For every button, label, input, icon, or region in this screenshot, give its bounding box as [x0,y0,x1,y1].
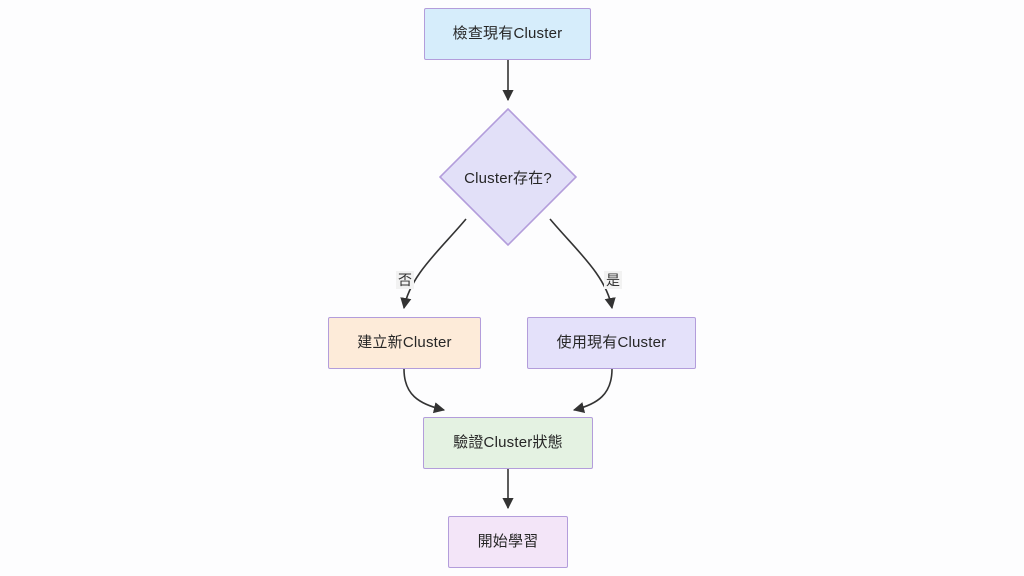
edge-exists-to-use [549,218,616,310]
node-create-new-cluster[interactable]: 建立新Cluster [328,317,481,369]
node-start-learning[interactable]: 開始學習 [448,516,568,568]
edge-label-yes: 是 [604,271,622,290]
edge-create-to-verify [403,368,446,414]
node-label: 建立新Cluster [357,334,452,351]
node-label: 檢查現有Cluster [452,25,563,42]
node-label: 使用現有Cluster [556,334,667,351]
node-check-existing-cluster[interactable]: 檢查現有Cluster [424,8,591,60]
diamond-shape [439,108,577,246]
node-label: 開始學習 [477,533,539,550]
node-label: Cluster存在? [464,169,552,187]
edge-label-no: 否 [396,271,414,290]
edge-use-to-verify [572,368,613,413]
node-label: 驗證Cluster狀態 [453,434,563,451]
node-verify-cluster-status[interactable]: 驗證Cluster狀態 [423,417,593,469]
node-cluster-exists-decision[interactable]: Cluster存在? [439,108,577,246]
node-use-existing-cluster[interactable]: 使用現有Cluster [527,317,696,369]
edge-exists-to-create [400,218,467,310]
